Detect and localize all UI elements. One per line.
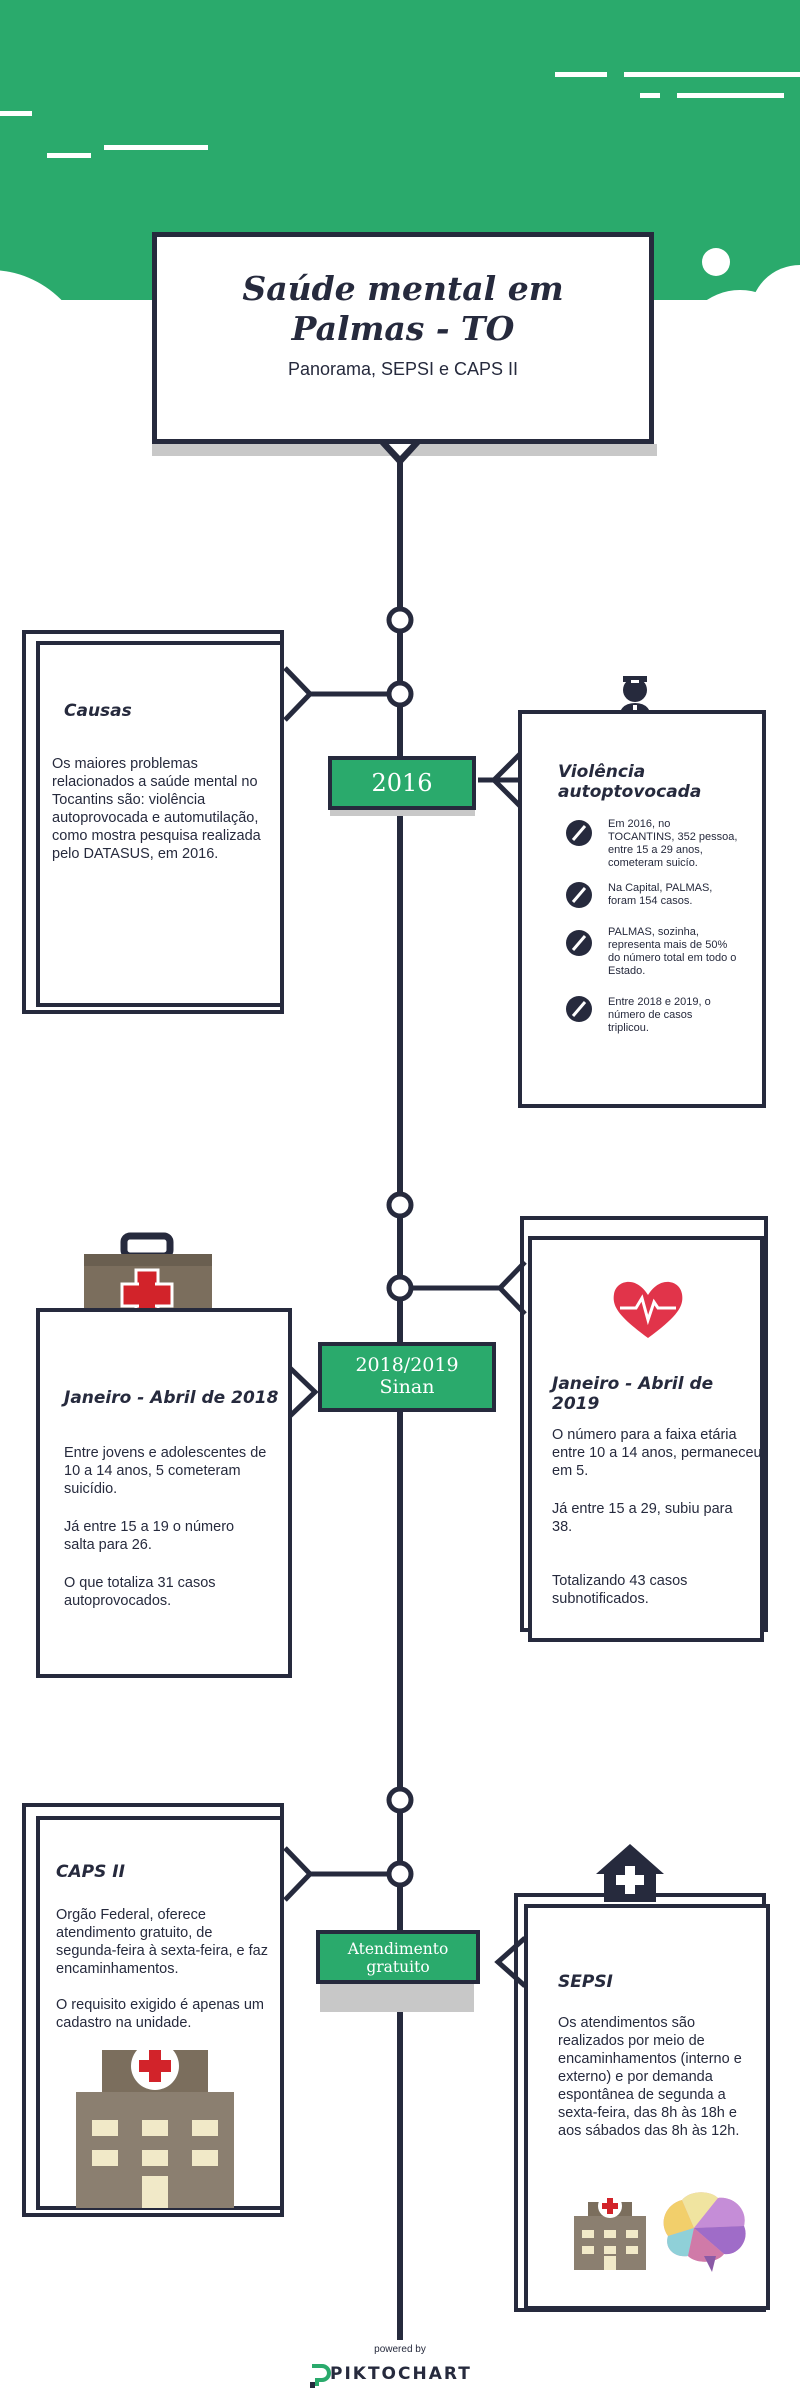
sinan-2019-title: Janeiro - Abril de 2019 [552, 1374, 714, 1414]
sepsi-card: SEPSI Os atendimentos são realizados por… [524, 1904, 770, 2310]
causes-title: Causas [64, 701, 132, 721]
caps-title: CAPS II [56, 1862, 125, 1882]
badge-2016: 2016 [328, 756, 476, 810]
violence-title: Violência autoptovocada [558, 762, 701, 802]
caps-p2: O requisito exigido é apenas um cadastro… [56, 1997, 264, 2031]
violence-item-1: Em 2016, no TOCANTINS, 352 pessoa, entre… [608, 818, 738, 869]
sinan-2019-card: Janeiro - Abril de 2019 O número para a … [528, 1236, 764, 1642]
page-title-line2: Palmas - TO [291, 309, 515, 348]
sinan-2018-p1: Entre jovens e adolescentes de 10 a 14 a… [64, 1445, 267, 1497]
violence-title-line1: Violência [558, 762, 646, 782]
title-box: Saúde mental em Palmas - TO Panorama, SE… [152, 232, 654, 444]
page-title: Saúde mental em Palmas - TO [157, 269, 649, 349]
caps-card: CAPS II Orgão Federal, oferece atendimen… [36, 1816, 284, 2210]
slash-icon [566, 930, 592, 956]
violence-item-4: Entre 2018 e 2019, o número de casos tri… [608, 996, 711, 1034]
badge-atendimento-line1: Atendimento [347, 1940, 449, 1958]
powered-by-label: powered by [374, 2344, 426, 2355]
badge-atendimento: Atendimento gratuito [316, 1930, 480, 1984]
hospital-small-icon [574, 2194, 646, 2270]
hospital-icon [76, 2042, 234, 2208]
badge-sinan-line1: 2018/2019 [355, 1354, 459, 1376]
violence-card: Violência autoptovocada Em 2016, no TOCA… [518, 710, 766, 1108]
violence-item-2: Na Capital, PALMAS, foram 154 casos. [608, 882, 713, 907]
sepsi-title: SEPSI [558, 1972, 613, 1992]
violence-item-3: PALMAS, sozinha, representa mais de 50% … [608, 926, 737, 977]
sinan-2018-title: Janeiro - Abril de 2018 [64, 1388, 279, 1408]
slash-icon [566, 996, 592, 1022]
page-subtitle: Panorama, SEPSI e CAPS II [287, 359, 519, 379]
sinan-2019-p2: Já entre 15 a 29, subiu para 38. [552, 1501, 733, 1535]
sinan-2018-p3: O que totaliza 31 casos autoprovocados. [64, 1575, 216, 1609]
slash-icon [566, 820, 592, 846]
page-title-line1: Saúde mental em [242, 269, 564, 308]
sepsi-text: Os atendimentos são realizados por meio … [558, 2015, 742, 2139]
badge-atendimento-line2: gratuito [366, 1958, 430, 1976]
sinan-2018-card: Janeiro - Abril de 2018 Entre jovens e a… [36, 1308, 292, 1678]
badge-sinan-line2: Sinan [379, 1376, 435, 1398]
badge-2016-label: 2016 [371, 769, 433, 797]
slash-icon [566, 882, 592, 908]
sinan-2019-p1: O número para a faixa etária entre 10 a … [552, 1427, 762, 1479]
causes-card: Causas Os maiores problemas relacionados… [36, 641, 284, 1007]
caps-p1: Orgão Federal, oferece atendimento gratu… [56, 1907, 268, 1977]
sinan-2018-p2: Já entre 15 a 19 o número salta para 26. [64, 1519, 235, 1553]
violence-title-line2: autoptovocada [558, 782, 702, 802]
brain-icon [663, 2192, 746, 2272]
piktochart-brand: PIKTOCHART [330, 2364, 472, 2384]
sinan-2019-p3: Totalizando 43 casos subnotificados. [552, 1573, 688, 1607]
causes-text: Os maiores problemas relacionados a saúd… [52, 756, 261, 862]
badge-sinan: 2018/2019 Sinan [318, 1342, 496, 1412]
heart-icon [613, 1281, 683, 1338]
